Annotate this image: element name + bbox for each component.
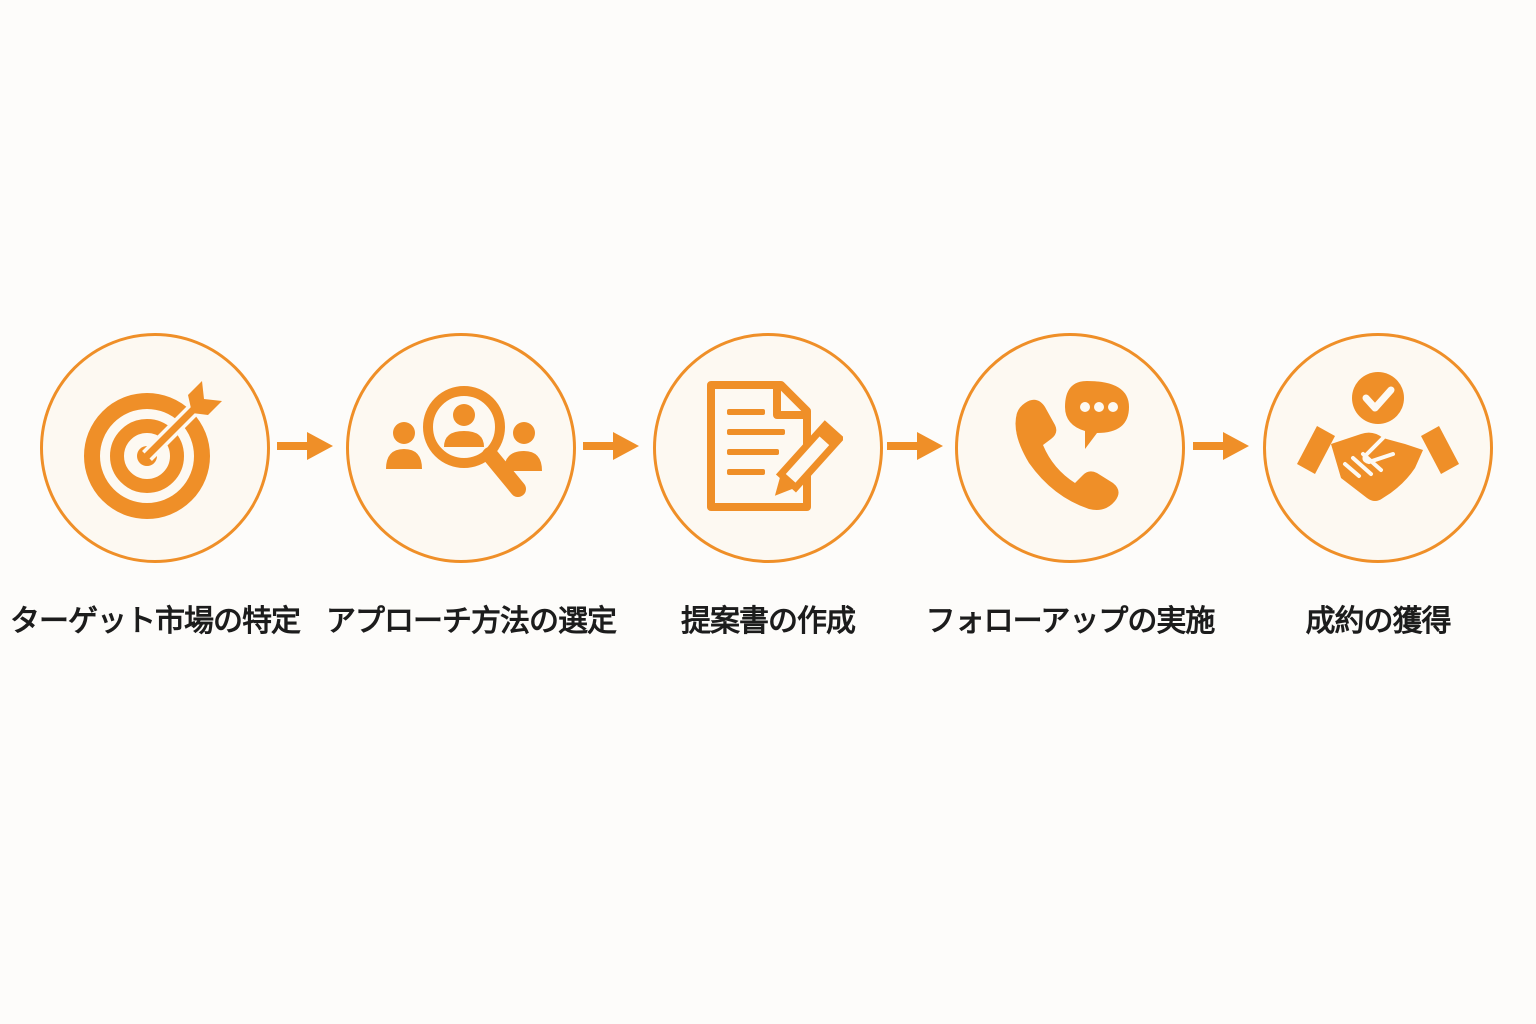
phone-chat-icon <box>1015 381 1129 510</box>
step-5-circle <box>1263 333 1493 563</box>
step-2-label: アプローチ方法の選定 <box>326 604 617 639</box>
step-3-label: 提案書の作成 <box>681 604 856 639</box>
arrow-2-icon <box>583 432 639 460</box>
handshake-check-icon <box>1297 372 1459 501</box>
people-search-icon <box>386 386 542 497</box>
step-3-circle <box>653 333 883 563</box>
arrow-4-icon <box>1193 432 1249 460</box>
step-4-circle <box>955 333 1185 563</box>
document-pencil-icon <box>707 381 843 511</box>
arrow-3-icon <box>887 432 943 460</box>
target-icon <box>84 381 222 519</box>
arrow-1-icon <box>277 432 333 460</box>
step-1-label: ターゲット市場の特定 <box>10 604 301 639</box>
step-5-label: 成約の獲得 <box>1305 604 1452 639</box>
step-4-label: フォローアップの実施 <box>925 604 1216 639</box>
step-2-circle <box>346 333 576 563</box>
step-1-circle <box>40 333 270 563</box>
